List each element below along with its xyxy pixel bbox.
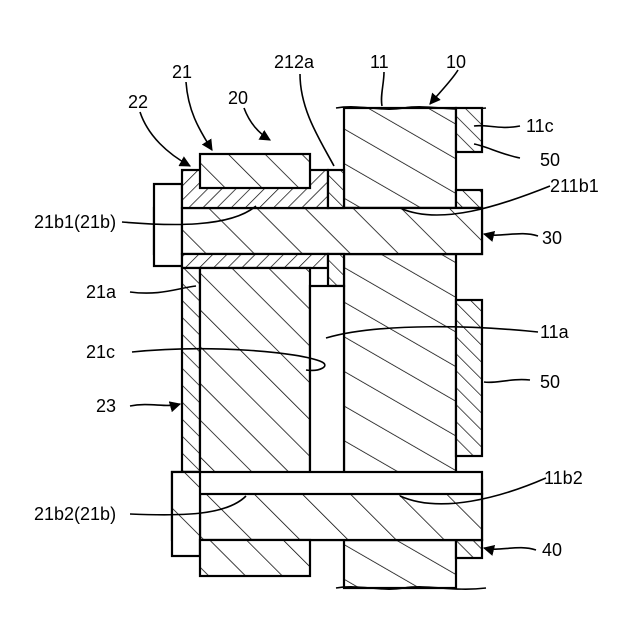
label-211b1: 211b1 bbox=[550, 176, 599, 196]
wall-23 bbox=[182, 268, 200, 472]
gap-21c bbox=[310, 286, 344, 494]
label-11c: 11c bbox=[526, 116, 554, 136]
label-20: 20 bbox=[228, 88, 248, 108]
member-11c-block bbox=[456, 190, 482, 208]
plate-21b1-lower bbox=[182, 254, 328, 268]
block-212a bbox=[328, 170, 344, 208]
label-11b2: 11b2 bbox=[544, 468, 583, 488]
bar-21b2-fill bbox=[200, 494, 482, 540]
label-40: 40 bbox=[542, 540, 562, 560]
label-10: 10 bbox=[446, 52, 466, 72]
label-30: 30 bbox=[542, 228, 562, 248]
leader-11 bbox=[381, 72, 384, 106]
label-212a: 212a bbox=[274, 52, 315, 72]
leader-212a bbox=[300, 74, 334, 166]
leader-30 bbox=[484, 234, 538, 236]
leader-23 bbox=[130, 404, 180, 406]
label-21b1: 21b1(21b) bbox=[34, 212, 116, 232]
label-11: 11 bbox=[370, 52, 389, 72]
label-50-top: 50 bbox=[540, 150, 560, 170]
member-40 bbox=[200, 540, 310, 576]
label-23: 23 bbox=[96, 396, 116, 416]
label-11a: 11a bbox=[540, 322, 570, 342]
label-21b2: 21b2(21b) bbox=[34, 504, 116, 524]
label-21: 21 bbox=[172, 62, 192, 82]
member-50-middle bbox=[456, 300, 482, 456]
leader-50-mid bbox=[484, 380, 530, 383]
leader-10 bbox=[430, 70, 458, 104]
element-21-top bbox=[200, 154, 310, 188]
leader-40 bbox=[484, 548, 536, 550]
member-11-lower bbox=[344, 540, 456, 588]
member-11-upper bbox=[344, 108, 456, 208]
label-22: 22 bbox=[128, 92, 148, 112]
label-50-mid: 50 bbox=[540, 372, 560, 392]
member-11-middle bbox=[344, 254, 456, 494]
leader-21 bbox=[186, 82, 212, 150]
block-212a-lower bbox=[328, 254, 344, 286]
leader-22 bbox=[140, 112, 190, 166]
leader-20 bbox=[244, 108, 270, 140]
label-21c: 21c bbox=[86, 342, 115, 362]
member-40-right-block bbox=[456, 540, 482, 558]
label-21a: 21a bbox=[86, 282, 117, 302]
body-21a bbox=[200, 268, 310, 494]
